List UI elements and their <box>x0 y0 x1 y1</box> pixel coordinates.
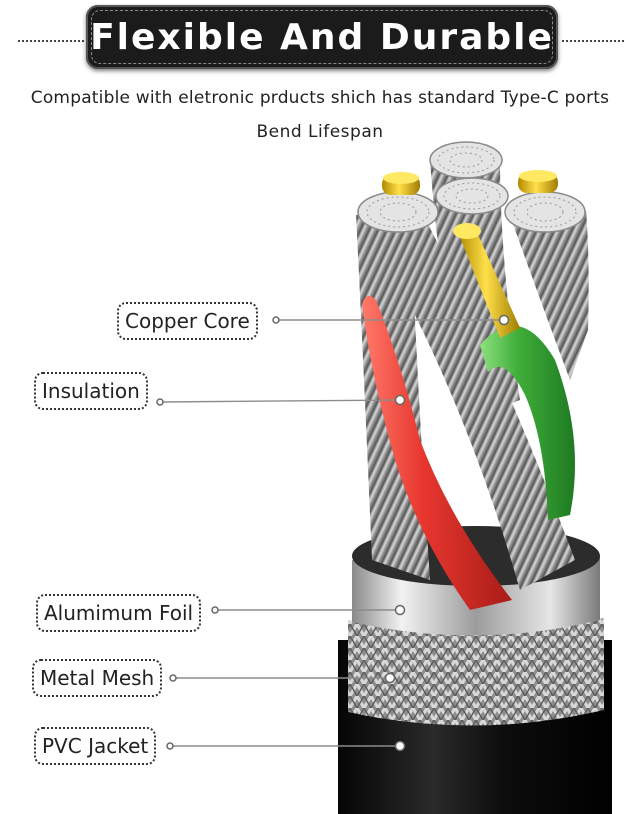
copper-core-label: Copper Core <box>117 302 258 340</box>
right-dotted-rule <box>562 40 624 42</box>
leader-lines <box>159 319 504 747</box>
green-wire <box>480 325 575 520</box>
pvc-jacket-label: PVC Jacket <box>34 727 157 765</box>
insulation-label: Insulation <box>34 372 148 410</box>
leader-dots <box>156 314 510 752</box>
strand-ends <box>357 141 586 233</box>
aluminum-foil-label: Alumimum Foil <box>36 594 202 632</box>
compatibility-text: Compatible with eletronic prducts shich … <box>30 88 610 108</box>
gold-caps <box>382 170 558 195</box>
gold-core-wire <box>458 226 520 338</box>
metal-mesh-label: Metal Mesh <box>32 659 163 697</box>
title-badge: Flexible And Durable <box>86 5 558 69</box>
red-wire <box>362 296 512 610</box>
left-dotted-rule <box>18 40 84 42</box>
strand-bundle-right <box>508 210 589 380</box>
metal-mesh-band <box>348 618 604 726</box>
strand-end-texture <box>366 146 577 228</box>
lifespan-text: Bend Lifespan <box>256 122 384 142</box>
